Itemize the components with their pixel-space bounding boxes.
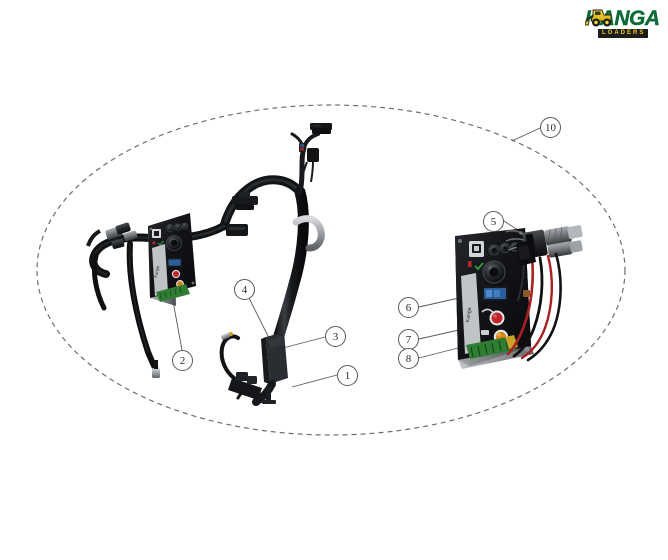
- left-control-panel: Kanga: [148, 213, 196, 306]
- wire-black-1: [512, 256, 544, 358]
- enclosure-ellipse: [36, 104, 626, 436]
- indicator-lamp-red: [489, 310, 505, 326]
- top-connector-block: [310, 123, 332, 134]
- callout-7[interactable]: 7: [398, 329, 419, 350]
- callout-2[interactable]: 2: [172, 350, 193, 371]
- callout-5[interactable]: 5: [483, 211, 504, 232]
- leader-10: [511, 127, 541, 142]
- wire-red-2: [520, 254, 554, 360]
- callout-3-label: 3: [332, 330, 339, 343]
- callout-1-label: 1: [344, 369, 351, 382]
- callout-6[interactable]: 6: [398, 297, 419, 318]
- bar-clamp: [232, 192, 258, 210]
- left-cable-end-fitting: [152, 360, 160, 378]
- hose-end-fitting: [221, 332, 233, 340]
- callout-10-label: 10: [545, 121, 556, 134]
- callout-4[interactable]: 4: [234, 279, 255, 300]
- callout-1[interactable]: 1: [337, 365, 358, 386]
- inline-connector: [299, 143, 305, 152]
- callout-7-label: 7: [405, 333, 412, 346]
- foot-pedal-assembly: [219, 332, 288, 406]
- logo-subtitle: LOADERS: [598, 29, 649, 38]
- callout-8-label: 8: [405, 352, 412, 365]
- kanga-loaders-logo: KANGA LOADERS: [585, 6, 663, 40]
- svg-text:Kanga: Kanga: [465, 307, 473, 323]
- callout-4-label: 4: [241, 283, 248, 296]
- panel-display: [482, 286, 508, 301]
- bar-bracket: [226, 224, 248, 236]
- actuator-body: [261, 332, 288, 384]
- callout-6-label: 6: [405, 301, 412, 314]
- wire-red-1: [506, 256, 535, 356]
- left-handlebar-assembly: Kanga: [86, 123, 332, 378]
- wire-black-2: [526, 252, 562, 362]
- handle-grip: [292, 215, 325, 252]
- callout-10[interactable]: 10: [540, 117, 561, 138]
- leader-1: [291, 374, 338, 388]
- callout-2-label: 2: [179, 354, 186, 367]
- right-control-panel-module: Kanga: [455, 225, 583, 369]
- callout-8[interactable]: 8: [398, 348, 419, 369]
- callout-5-label: 5: [490, 215, 497, 228]
- wheel-loader-icon: [585, 9, 612, 27]
- svg-text:Kanga: Kanga: [153, 265, 161, 279]
- left-connector-cluster: [86, 222, 138, 249]
- leader-3: [282, 336, 326, 349]
- callout-3[interactable]: 3: [325, 326, 346, 347]
- harness-connector: [307, 148, 319, 162]
- pedal-hose: [219, 334, 240, 380]
